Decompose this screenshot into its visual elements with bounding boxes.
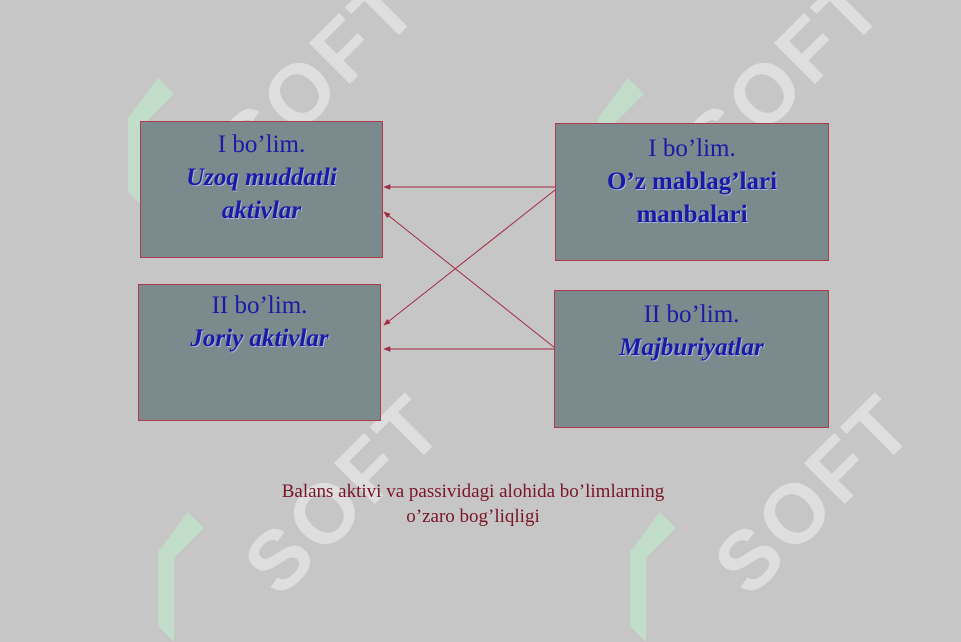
box-header: I bo’lim. (648, 135, 736, 162)
box-liabilities: II bo’lim. Majburiyatlar (554, 290, 829, 428)
box-subtitle: Uzoq muddatli aktivlar (186, 164, 337, 224)
connector-arrows (383, 184, 556, 352)
arrow-liabilities-to-noncurrent (383, 211, 556, 349)
box-noncurrent-assets: I bo’lim. Uzoq muddatli aktivlar (140, 121, 383, 258)
arrow-equity-to-current (383, 189, 556, 326)
diagram-caption: Balans aktivi va passividagi alohida bo’… (0, 480, 946, 529)
box-header: II bo’lim. (211, 292, 308, 319)
caption-line-2: o’zaro bog’liqligi (406, 505, 540, 527)
box-subtitle: O’z mablag’lari manbalari (606, 168, 778, 228)
box-equity-sources: I bo’lim. O’z mablag’lari manbalari (555, 123, 829, 261)
box-subtitle: Joriy aktivlar (190, 325, 329, 352)
box-header: II bo’lim. (643, 301, 740, 328)
caption-line-1: Balans aktivi va passividagi alohida bo’… (281, 481, 665, 502)
box-current-assets: II bo’lim. Joriy aktivlar (138, 284, 381, 421)
box-header: I bo’lim. (217, 131, 306, 158)
box-subtitle: Majburiyatlar (619, 334, 764, 361)
